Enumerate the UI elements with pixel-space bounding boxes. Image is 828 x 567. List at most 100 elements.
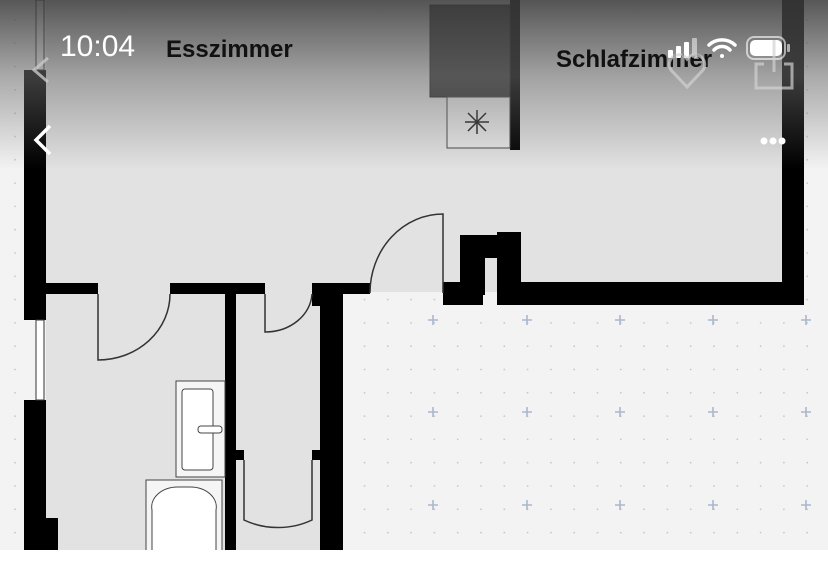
grid-dot xyxy=(806,135,809,138)
grid-dot xyxy=(433,391,436,394)
grid-dot xyxy=(503,345,506,348)
grid-marker-plus xyxy=(615,407,625,417)
bottom-edge xyxy=(0,550,828,567)
grid-dot xyxy=(666,391,669,394)
grid-dot xyxy=(363,415,366,417)
grid-dot xyxy=(806,42,809,45)
grid-dot xyxy=(433,368,436,371)
grid-dot xyxy=(619,461,622,464)
grid-dot xyxy=(596,345,599,348)
grid-dot xyxy=(759,391,762,394)
share-icon[interactable] xyxy=(752,36,796,92)
grid-dot xyxy=(456,485,459,487)
grid-dot xyxy=(596,508,599,511)
grid-dot xyxy=(643,345,645,348)
grid-dot xyxy=(526,485,529,487)
grid-dot xyxy=(806,438,809,441)
grid-dot xyxy=(433,415,436,417)
grid-dot xyxy=(410,298,412,301)
grid-markers xyxy=(428,315,811,510)
grid-dot xyxy=(736,415,739,417)
grid-dot xyxy=(806,205,809,208)
grid-dot xyxy=(550,415,552,417)
grid-dot xyxy=(386,345,389,348)
back-button[interactable] xyxy=(32,124,54,156)
grid-dot xyxy=(596,485,599,487)
grid-dot xyxy=(503,391,506,394)
grid-dot xyxy=(363,368,366,371)
grid-dot xyxy=(433,508,436,511)
grid-dot xyxy=(689,368,692,371)
grid-dot xyxy=(759,415,762,417)
grid-dot xyxy=(410,345,412,348)
grid-dot xyxy=(666,415,669,417)
grid-dot xyxy=(433,485,436,487)
grid-dot xyxy=(596,322,599,324)
sink xyxy=(175,380,226,478)
grid-marker-plus xyxy=(708,407,718,417)
grid-dot xyxy=(526,531,529,534)
grid-dot xyxy=(550,531,552,534)
grid-marker-plus xyxy=(428,500,438,510)
wifi-icon xyxy=(707,38,737,58)
grid-dot xyxy=(480,485,482,487)
grid-dot xyxy=(806,531,809,534)
grid-dot xyxy=(596,438,599,441)
grid-dot xyxy=(736,438,739,441)
walls xyxy=(24,0,804,550)
grid-dot xyxy=(666,508,669,511)
grid-dot xyxy=(759,508,762,511)
room-label-esszimmer[interactable]: Esszimmer xyxy=(166,36,293,63)
grid-dot xyxy=(14,415,16,417)
grid-dot xyxy=(14,65,16,68)
doors[interactable] xyxy=(97,213,444,529)
grid-dot xyxy=(410,438,412,441)
grid-marker-plus xyxy=(801,500,811,510)
grid-dot xyxy=(14,42,16,45)
grid-dot xyxy=(596,415,599,417)
grid-dot xyxy=(806,19,809,21)
grid-dot xyxy=(14,275,16,278)
grid-dot xyxy=(550,345,552,348)
grid-dot xyxy=(736,531,739,534)
grid-marker-plus xyxy=(522,500,532,510)
room-wc-floor[interactable] xyxy=(236,292,320,550)
grid-dot xyxy=(480,415,482,417)
grid-dot xyxy=(14,252,16,254)
grid-dot xyxy=(713,531,715,534)
grid-dot xyxy=(619,438,622,441)
chevron-left-icon[interactable] xyxy=(30,56,52,84)
grid-dot xyxy=(386,531,389,534)
grid-dot xyxy=(806,112,809,115)
grid-dot xyxy=(689,391,692,394)
grid-dot xyxy=(783,368,785,371)
grid-dot xyxy=(14,508,16,511)
grid-dot xyxy=(643,461,645,464)
grid-dot xyxy=(410,368,412,371)
grid-dot xyxy=(386,415,389,417)
grid-dot xyxy=(526,391,529,394)
grid-dot xyxy=(410,531,412,534)
grid-dot xyxy=(713,391,715,394)
grid-dot xyxy=(456,391,459,394)
grid-dot xyxy=(783,508,785,511)
grid-dot xyxy=(550,438,552,441)
grid-dot xyxy=(596,461,599,464)
grid-dot xyxy=(386,391,389,394)
grid-dot xyxy=(643,322,645,324)
grid-dot xyxy=(526,461,529,464)
grid-dot xyxy=(666,438,669,441)
grid-dot xyxy=(806,391,809,394)
grid-dot xyxy=(14,182,16,185)
grid-dot xyxy=(759,322,762,324)
grid-dot xyxy=(14,298,16,301)
grid-marker-plus xyxy=(708,315,718,325)
heart-icon[interactable] xyxy=(666,52,708,90)
grid-dot xyxy=(526,438,529,441)
grid-dot xyxy=(619,391,622,394)
grid-dot xyxy=(713,485,715,487)
status-time: 10:04 xyxy=(60,30,136,63)
more-dots-icon[interactable] xyxy=(760,136,788,146)
grid-dot xyxy=(783,438,785,441)
grid-dot xyxy=(806,65,809,68)
